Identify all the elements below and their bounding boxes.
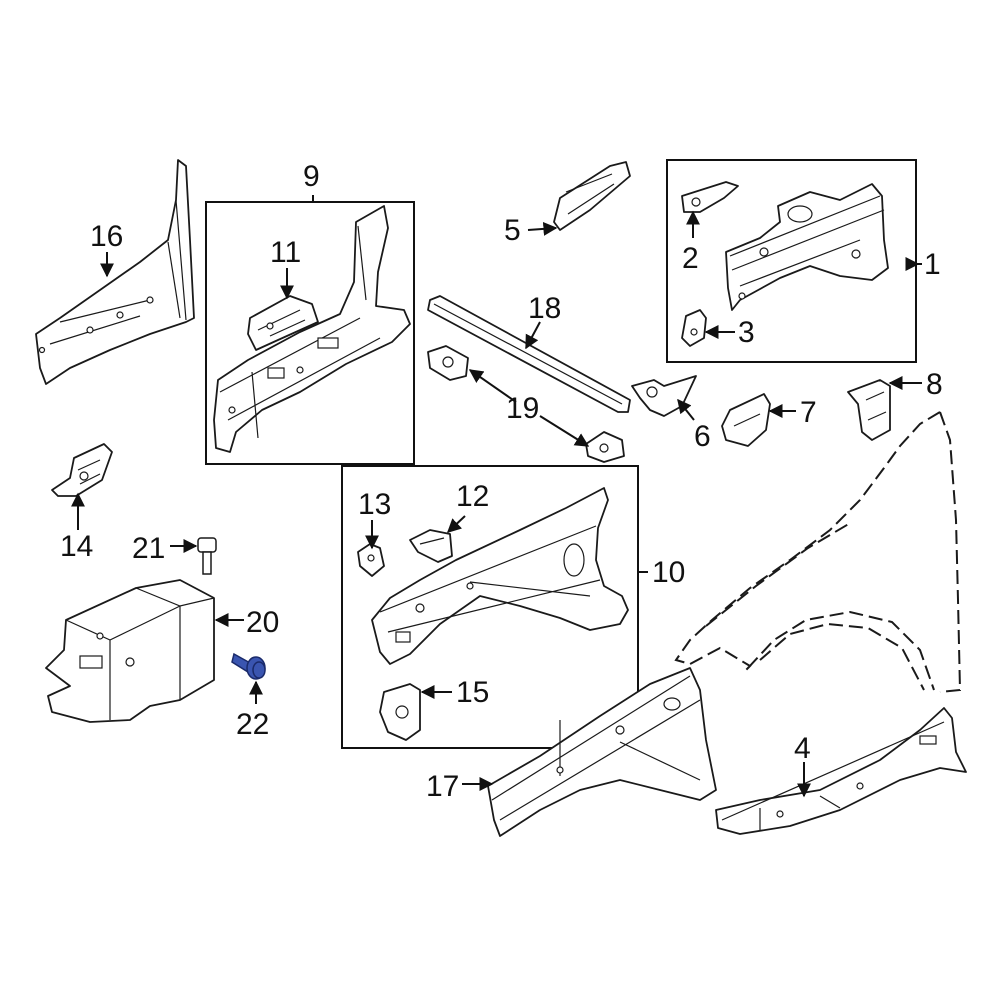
part-10-wheelhouse[interactable] bbox=[371, 487, 629, 665]
part-19-lower-bracket[interactable] bbox=[585, 431, 625, 463]
part-8-bracket[interactable] bbox=[847, 379, 891, 441]
group-box-9 bbox=[205, 201, 415, 465]
part-20-crush-box[interactable] bbox=[45, 579, 215, 723]
part-17-lower-rail[interactable] bbox=[487, 667, 717, 837]
callout-15: 15 bbox=[456, 676, 489, 709]
part-9-apron-assembly[interactable] bbox=[213, 205, 411, 453]
callout-7: 7 bbox=[800, 396, 817, 429]
callout-21: 21 bbox=[132, 532, 165, 565]
callout-22: 22 bbox=[236, 708, 269, 741]
part-2-gusset[interactable] bbox=[681, 181, 739, 213]
part-19-upper-bracket[interactable] bbox=[427, 345, 469, 381]
callout-12: 12 bbox=[456, 480, 489, 513]
part-1-front-rail[interactable] bbox=[725, 183, 889, 311]
callout-17: 17 bbox=[426, 770, 459, 803]
callout-1: 1 bbox=[924, 248, 941, 281]
callout-20: 20 bbox=[246, 606, 279, 639]
part-16-hinge-pillar[interactable] bbox=[35, 159, 195, 385]
part-5-bracket[interactable] bbox=[553, 161, 631, 231]
part-12-bracket[interactable] bbox=[409, 529, 453, 563]
callout-14: 14 bbox=[60, 530, 93, 563]
part-18-support-bar[interactable] bbox=[427, 295, 631, 413]
part-21-bolt[interactable] bbox=[197, 537, 217, 575]
group-box-1 bbox=[666, 159, 917, 363]
callout-8: 8 bbox=[926, 368, 943, 401]
callout-3: 3 bbox=[738, 316, 755, 349]
part-3-bracket[interactable] bbox=[681, 309, 707, 347]
fender-outline bbox=[674, 411, 962, 693]
group-box-10 bbox=[341, 465, 639, 749]
callout-11: 11 bbox=[270, 236, 301, 269]
callout-19: 19 bbox=[506, 392, 539, 425]
part-13-bracket[interactable] bbox=[357, 543, 385, 577]
callout-13: 13 bbox=[358, 488, 391, 521]
callout-18: 18 bbox=[528, 292, 561, 325]
callout-4: 4 bbox=[794, 732, 811, 765]
callout-6: 6 bbox=[694, 420, 711, 453]
part-14-bracket[interactable] bbox=[51, 443, 113, 497]
part-4-reinforcement[interactable] bbox=[715, 707, 967, 835]
part-15-bracket[interactable] bbox=[379, 683, 421, 741]
part-22-bolt[interactable] bbox=[231, 652, 266, 680]
callout-9: 9 bbox=[303, 160, 320, 193]
part-7-bracket[interactable] bbox=[721, 393, 771, 447]
callout-5: 5 bbox=[504, 214, 521, 247]
callout-16: 16 bbox=[90, 220, 123, 253]
callout-10: 10 bbox=[652, 556, 685, 589]
callout-2: 2 bbox=[682, 242, 699, 275]
